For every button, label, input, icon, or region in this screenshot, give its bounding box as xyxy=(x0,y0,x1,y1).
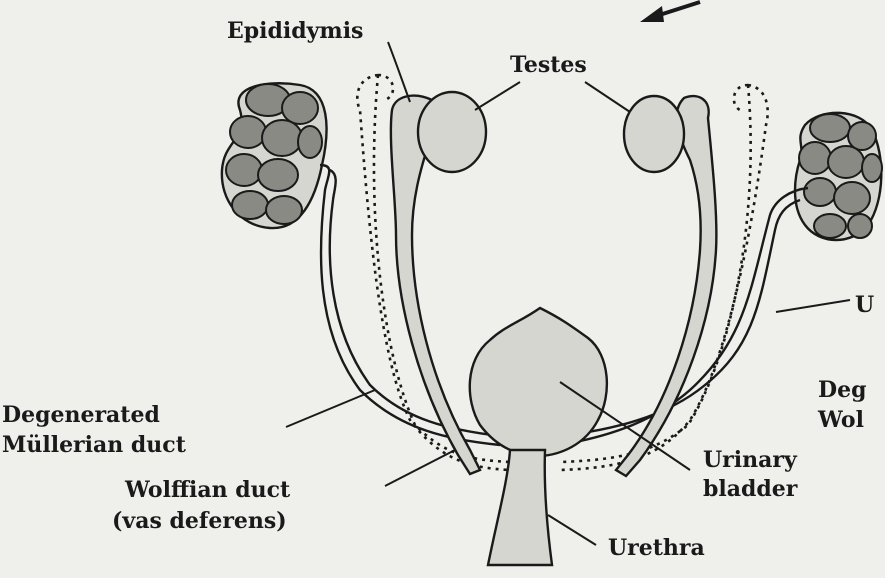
label-ureter: U xyxy=(855,292,874,318)
label-degenerated-mullerian-line1: Degenerated xyxy=(2,402,160,428)
label-degenerated-mullerian-line2: Müllerian duct xyxy=(2,432,187,458)
right-kidney xyxy=(795,113,882,240)
left-kidney xyxy=(222,83,327,228)
top-arrow xyxy=(640,2,700,22)
label-degenerated-wolffian-line1: Deg xyxy=(818,377,866,403)
label-testes: Testes xyxy=(510,52,587,78)
label-urinary-bladder-line2: bladder xyxy=(703,476,798,502)
label-degenerated-wolffian-line2: Wol xyxy=(817,407,864,433)
label-epididymis: Epididymis xyxy=(227,18,363,44)
label-urethra: Urethra xyxy=(608,535,705,561)
testes xyxy=(418,92,684,172)
urinary-bladder xyxy=(470,308,607,565)
label-wolffian-duct-line1: Wolffian duct xyxy=(124,477,291,503)
label-urinary-bladder-line1: Urinary xyxy=(703,447,798,473)
label-wolffian-duct-line2: (vas deferens) xyxy=(112,508,287,534)
